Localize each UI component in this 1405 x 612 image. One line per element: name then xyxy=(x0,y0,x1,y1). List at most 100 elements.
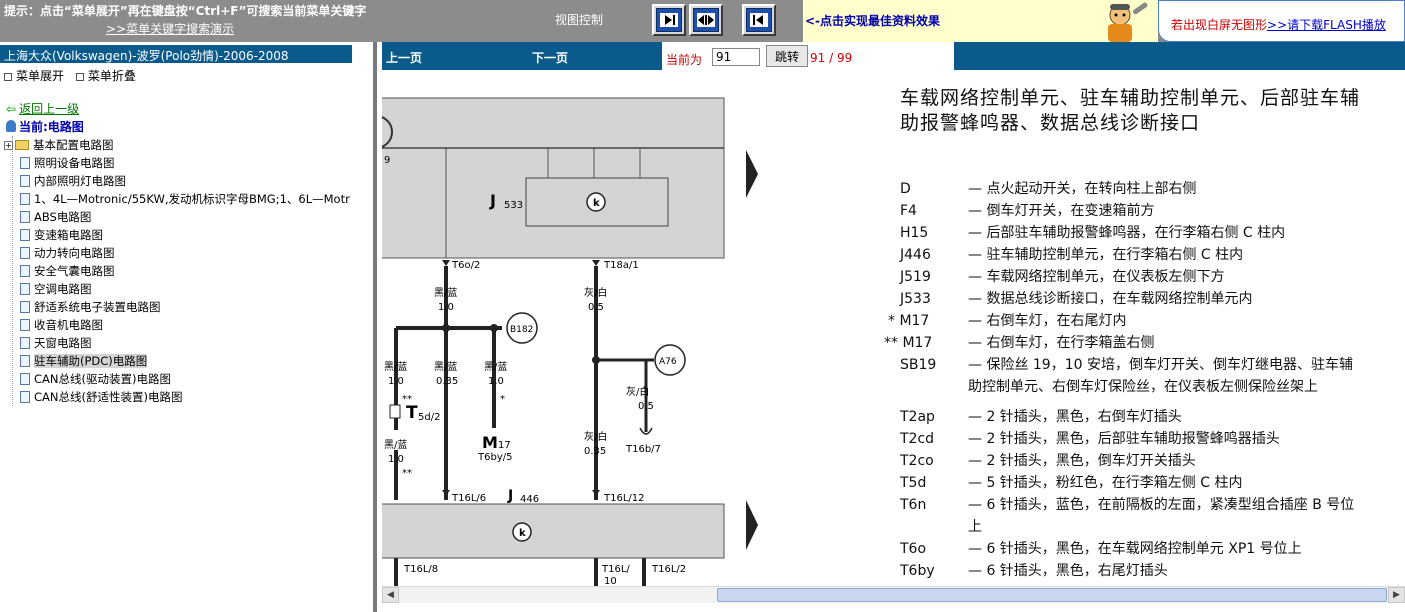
tree-item[interactable]: 舒适系统电子装置电路图 xyxy=(4,298,354,316)
label-t16l2: T16L/2 xyxy=(651,564,686,575)
label-wire: 黑/蓝 xyxy=(384,361,407,373)
view-control-label: 视图控制 xyxy=(555,13,604,27)
folder-icon xyxy=(15,140,29,150)
fit-both-button[interactable] xyxy=(689,4,723,36)
label-wire-size: 1.0 xyxy=(388,376,404,387)
scroll-right-icon[interactable]: ▶ xyxy=(1388,587,1405,603)
tree-item[interactable]: CAN总线(驱动装置)电路图 xyxy=(4,370,354,388)
bottom-strip xyxy=(382,603,1405,612)
menu-controls: 菜单展开 菜单折叠 xyxy=(4,67,144,84)
document-icon xyxy=(20,175,30,187)
electronic-symbol-icon xyxy=(586,192,606,212)
svg-text:k: k xyxy=(519,528,526,539)
document-icon xyxy=(20,337,30,349)
label-conn-9: 9 xyxy=(384,155,390,166)
fit-width-button[interactable] xyxy=(652,4,686,36)
page-number-input[interactable] xyxy=(712,48,760,66)
legend-row: H15— 后部驻车辅助报警蜂鸣器，在行李箱右侧 C 柱内 xyxy=(900,225,1286,241)
label-wire-size: 0.5 xyxy=(588,302,604,313)
connector-t5d2 xyxy=(389,404,401,419)
document-icon xyxy=(20,355,30,367)
tree-item[interactable]: 变速箱电路图 xyxy=(4,226,354,244)
tree-item-selected[interactable]: 驻车辅助(PDC)电路图 xyxy=(4,352,354,370)
page-count: 91 / 99 xyxy=(810,51,853,65)
document-icon xyxy=(20,211,30,223)
document-icon xyxy=(20,319,30,331)
legend-row: J533— 数据总线诊断接口，在车载网络控制单元内 xyxy=(900,291,1253,307)
tree-item[interactable]: 内部照明灯电路图 xyxy=(4,172,354,190)
document-icon xyxy=(20,157,30,169)
label-m17-sub: 17 xyxy=(498,440,511,451)
panel-splitter[interactable] xyxy=(372,42,382,612)
fit-width-icon xyxy=(660,13,678,27)
current-category: 当前:电路图 xyxy=(6,118,84,135)
label-a76: A76 xyxy=(659,357,677,367)
mechanic-mascot-icon xyxy=(1088,0,1158,42)
menu-panel: 上海大众(Volkswagen)-波罗(Polo劲情)-2006-2008 菜单… xyxy=(0,42,372,612)
scroll-thumb[interactable] xyxy=(717,588,1387,602)
collapse-menu-button[interactable]: 菜单折叠 xyxy=(75,69,136,83)
legend-row: T2ap— 2 针插头，黑色，右倒车灯插头 xyxy=(900,409,1182,425)
label-t5d2: T xyxy=(406,403,418,423)
search-demo-link[interactable]: >>菜单关键字搜索演示 xyxy=(106,22,235,36)
label-t18a1: T18a/1 xyxy=(603,260,639,271)
flash-download-box: 若出现白屏无图形>>请下载FLASH播放 xyxy=(1158,0,1405,42)
label-wire: 黑/蓝 xyxy=(434,287,457,299)
back-link[interactable]: ⇦返回上一级 xyxy=(6,102,80,116)
tree-item[interactable]: 收音机电路图 xyxy=(4,316,354,334)
label-j446: J xyxy=(507,488,513,504)
scroll-left-icon[interactable]: ◀ xyxy=(382,587,399,603)
jump-button[interactable]: 跳转 xyxy=(766,45,808,67)
legend-row: J519— 车载网络控制单元，在仪表板左侧下方 xyxy=(900,269,1225,285)
fit-both-icon xyxy=(697,13,715,27)
ground-point-b182 xyxy=(506,312,538,344)
electronic-symbol-icon xyxy=(512,522,532,542)
label-t6by5: T6by/5 xyxy=(477,452,512,463)
label-wire: 黑/蓝 xyxy=(384,439,407,451)
label-wire-size: 0.35 xyxy=(436,376,458,387)
label-wire: 灰/白 xyxy=(584,286,607,299)
horizontal-scrollbar[interactable]: ◀ ▶ xyxy=(382,586,1405,603)
document-icon xyxy=(20,301,30,313)
flash-notice: 若出现白屏无图形 xyxy=(1171,18,1268,32)
tree-item[interactable]: ABS电路图 xyxy=(4,208,354,226)
document-icon xyxy=(20,283,30,295)
expand-icon[interactable]: + xyxy=(4,141,13,150)
tree-item[interactable]: 天窗电路图 xyxy=(4,334,354,352)
label-m17: M xyxy=(482,433,498,452)
expand-menu-button[interactable]: 菜单展开 xyxy=(4,69,64,83)
prev-page-button[interactable]: 上一页 xyxy=(386,51,423,65)
label-wire: 灰/白 xyxy=(584,430,607,443)
next-page-button[interactable]: 下一页 xyxy=(532,51,569,65)
label-wire-size: 0.5 xyxy=(638,401,654,412)
continuation-arrow xyxy=(746,500,758,550)
top-toolbar: 提示：点击“菜单展开”再在键盘按“Ctrl+F”可搜索当前菜单关键字 >>菜单关… xyxy=(0,0,1405,42)
tree-item[interactable]: 空调电路图 xyxy=(4,280,354,298)
label-wire-size: 1.0 xyxy=(488,376,504,387)
label-t16l8: T16L/8 xyxy=(403,564,438,575)
label-j533-sub: 533 xyxy=(504,200,523,211)
legend-row: D— 点火起动开关，在转向柱上部右侧 xyxy=(900,181,1197,197)
legend-title: 车载网络控制单元、驻车辅助控制单元、后部驻车辅助报警蜂鸣器、数据总线诊断接口 xyxy=(900,87,1361,134)
tree-item[interactable]: CAN总线(舒适性装置)电路图 xyxy=(4,388,354,406)
flash-download-link[interactable]: >>请下载FLASH播放 xyxy=(1267,18,1386,32)
tree-item[interactable]: 安全气囊电路图 xyxy=(4,262,354,280)
label-t16l6: T16L/6 xyxy=(451,493,486,504)
best-effect-hint: <-点击实现最佳资料效果 xyxy=(803,0,1088,42)
legend-row: T2cd— 2 针插头，黑色，后部驻车辅助报警蜂鸣器插头 xyxy=(900,431,1280,447)
tree-item[interactable]: 1、4L—Motronic/55KW,发动机标识字母BMG;1、6L—Motr xyxy=(4,190,354,208)
svg-text:k: k xyxy=(593,198,600,209)
label-wire-size: 1.0 xyxy=(388,454,404,465)
search-hint: 提示：点击“菜单展开”再在键盘按“Ctrl+F”可搜索当前菜单关键字 xyxy=(4,4,367,18)
back-arrow-icon: ⇦ xyxy=(6,102,17,116)
wiring-diagram: k 9 J 533 T6o/2 T18a/1 黑/蓝 1.0 灰/白 0.5 B… xyxy=(382,97,758,586)
legend-row: T6n— 6 针插头，蓝色，在前隔板的左面，紧凑型组合插座 B 号位上 xyxy=(900,497,1355,535)
tree-item[interactable]: 照明设备电路图 xyxy=(4,154,354,172)
ground-point-a76 xyxy=(654,344,686,376)
continuation-arrow xyxy=(746,150,758,198)
tree-folder[interactable]: +基本配置电路图 xyxy=(4,138,114,152)
diagram-legend: 车载网络控制单元、驻车辅助控制单元、后部驻车辅助报警蜂鸣器、数据总线诊断接口 D… xyxy=(884,86,1361,582)
fit-page-button[interactable] xyxy=(742,4,776,36)
tree-item[interactable]: 动力转向电路图 xyxy=(4,244,354,262)
legend-row: F4— 倒车灯开关，在变速箱前方 xyxy=(900,203,1155,219)
